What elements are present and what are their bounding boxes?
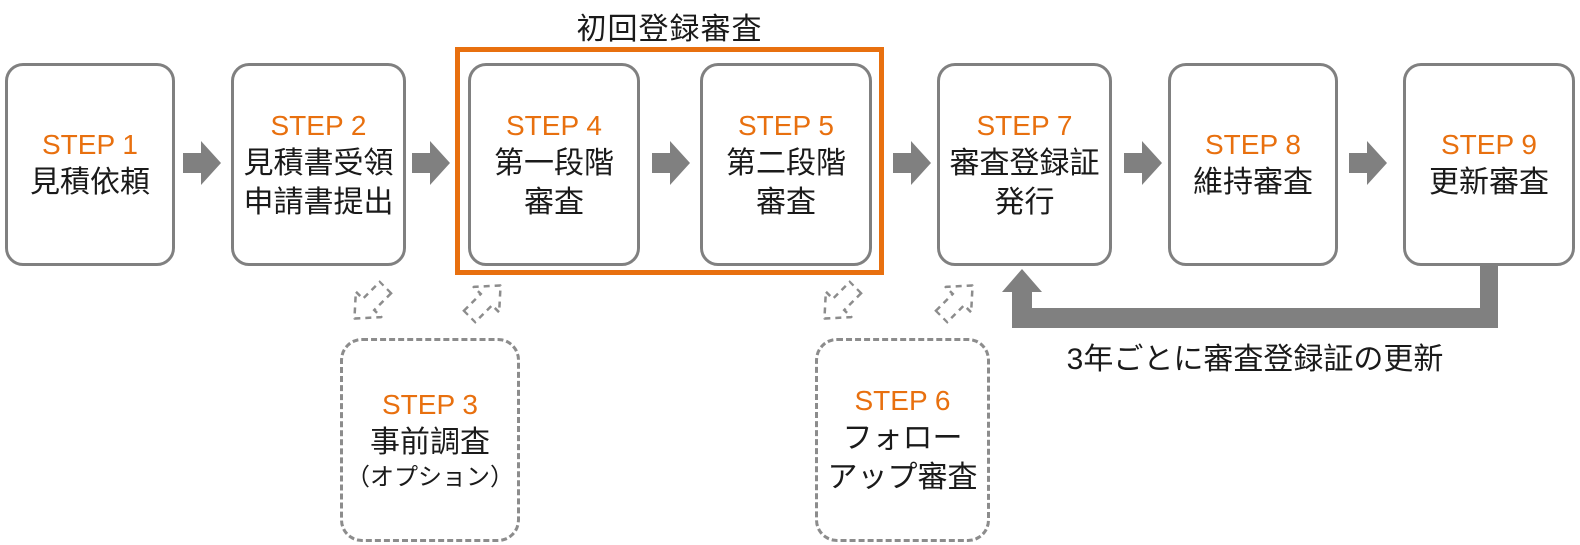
arrow-right-icon-4-5 — [652, 141, 690, 185]
step-8-box: STEP 8 維持審査 — [1168, 63, 1338, 266]
step-9-text: 更新審査 — [1429, 166, 1549, 199]
step-3-text-line2: （オプション） — [346, 463, 514, 491]
step-2-box: STEP 2 見積書受領 申請書提出 — [231, 63, 406, 266]
step-2-text-line1: 見積書受領 — [243, 146, 394, 180]
dashed-arrow-upright-icon-step6 — [934, 284, 974, 324]
arrow-right-icon-7-8 — [1124, 141, 1162, 185]
step-5-text-line2: 審査 — [756, 185, 816, 219]
step-8-label: STEP 8 — [1205, 129, 1301, 160]
step-7-text-line1: 審査登録証 — [949, 146, 1100, 180]
group-title: 初回登録審査 — [576, 13, 763, 46]
step-2-label: STEP 2 — [270, 109, 367, 141]
step-4-text-line2: 審査 — [524, 185, 584, 219]
step-3-box: STEP 3 事前調査 （オプション） — [340, 338, 520, 542]
step-5-box: STEP 5 第二段階 審査 — [700, 63, 872, 266]
renewal-note: 3年ごとに審査登録証の更新 — [1066, 343, 1444, 376]
arrow-right-icon-5-7 — [893, 141, 931, 185]
step-5-label: STEP 5 — [738, 109, 834, 141]
step-3-text-line1: 事前調査 — [370, 425, 490, 459]
step-9-box: STEP 9 更新審査 — [1403, 63, 1575, 266]
step-1-text: 見積依頼 — [30, 166, 150, 199]
step-5-text-line1: 第二段階 — [726, 146, 846, 180]
arrow-right-icon-2-4 — [412, 141, 450, 185]
step-4-text-line1: 第一段階 — [494, 146, 614, 180]
dashed-arrow-downleft-icon-step3 — [353, 280, 393, 320]
arrow-right-icon-8-9 — [1349, 141, 1387, 185]
step-8-text: 維持審査 — [1193, 166, 1313, 199]
step-1-box: STEP 1 見積依頼 — [5, 63, 175, 266]
initial-registration-frame — [455, 47, 884, 275]
step-2-text-line2: 申請書提出 — [243, 185, 394, 219]
step-4-box: STEP 4 第一段階 審査 — [468, 63, 640, 266]
step-7-box: STEP 7 審査登録証 発行 — [937, 63, 1112, 266]
step-6-text-line1: フォロー — [842, 422, 963, 455]
step-1-label: STEP 1 — [42, 129, 138, 160]
step-6-label: STEP 6 — [854, 385, 951, 416]
step-3-label: STEP 3 — [382, 388, 478, 420]
step-7-label: STEP 7 — [976, 109, 1073, 141]
arrow-right-icon-1-2 — [183, 141, 221, 185]
dashed-arrow-downleft-icon-step6 — [823, 280, 863, 320]
step-4-label: STEP 4 — [506, 109, 602, 141]
dashed-arrow-upright-icon-step3 — [462, 284, 502, 324]
step-7-text-line2: 発行 — [994, 185, 1055, 219]
step-6-box: STEP 6 フォロー アップ審査 — [815, 338, 990, 542]
step-9-label: STEP 9 — [1441, 129, 1537, 160]
step-6-text-line2: アップ審査 — [827, 461, 978, 494]
